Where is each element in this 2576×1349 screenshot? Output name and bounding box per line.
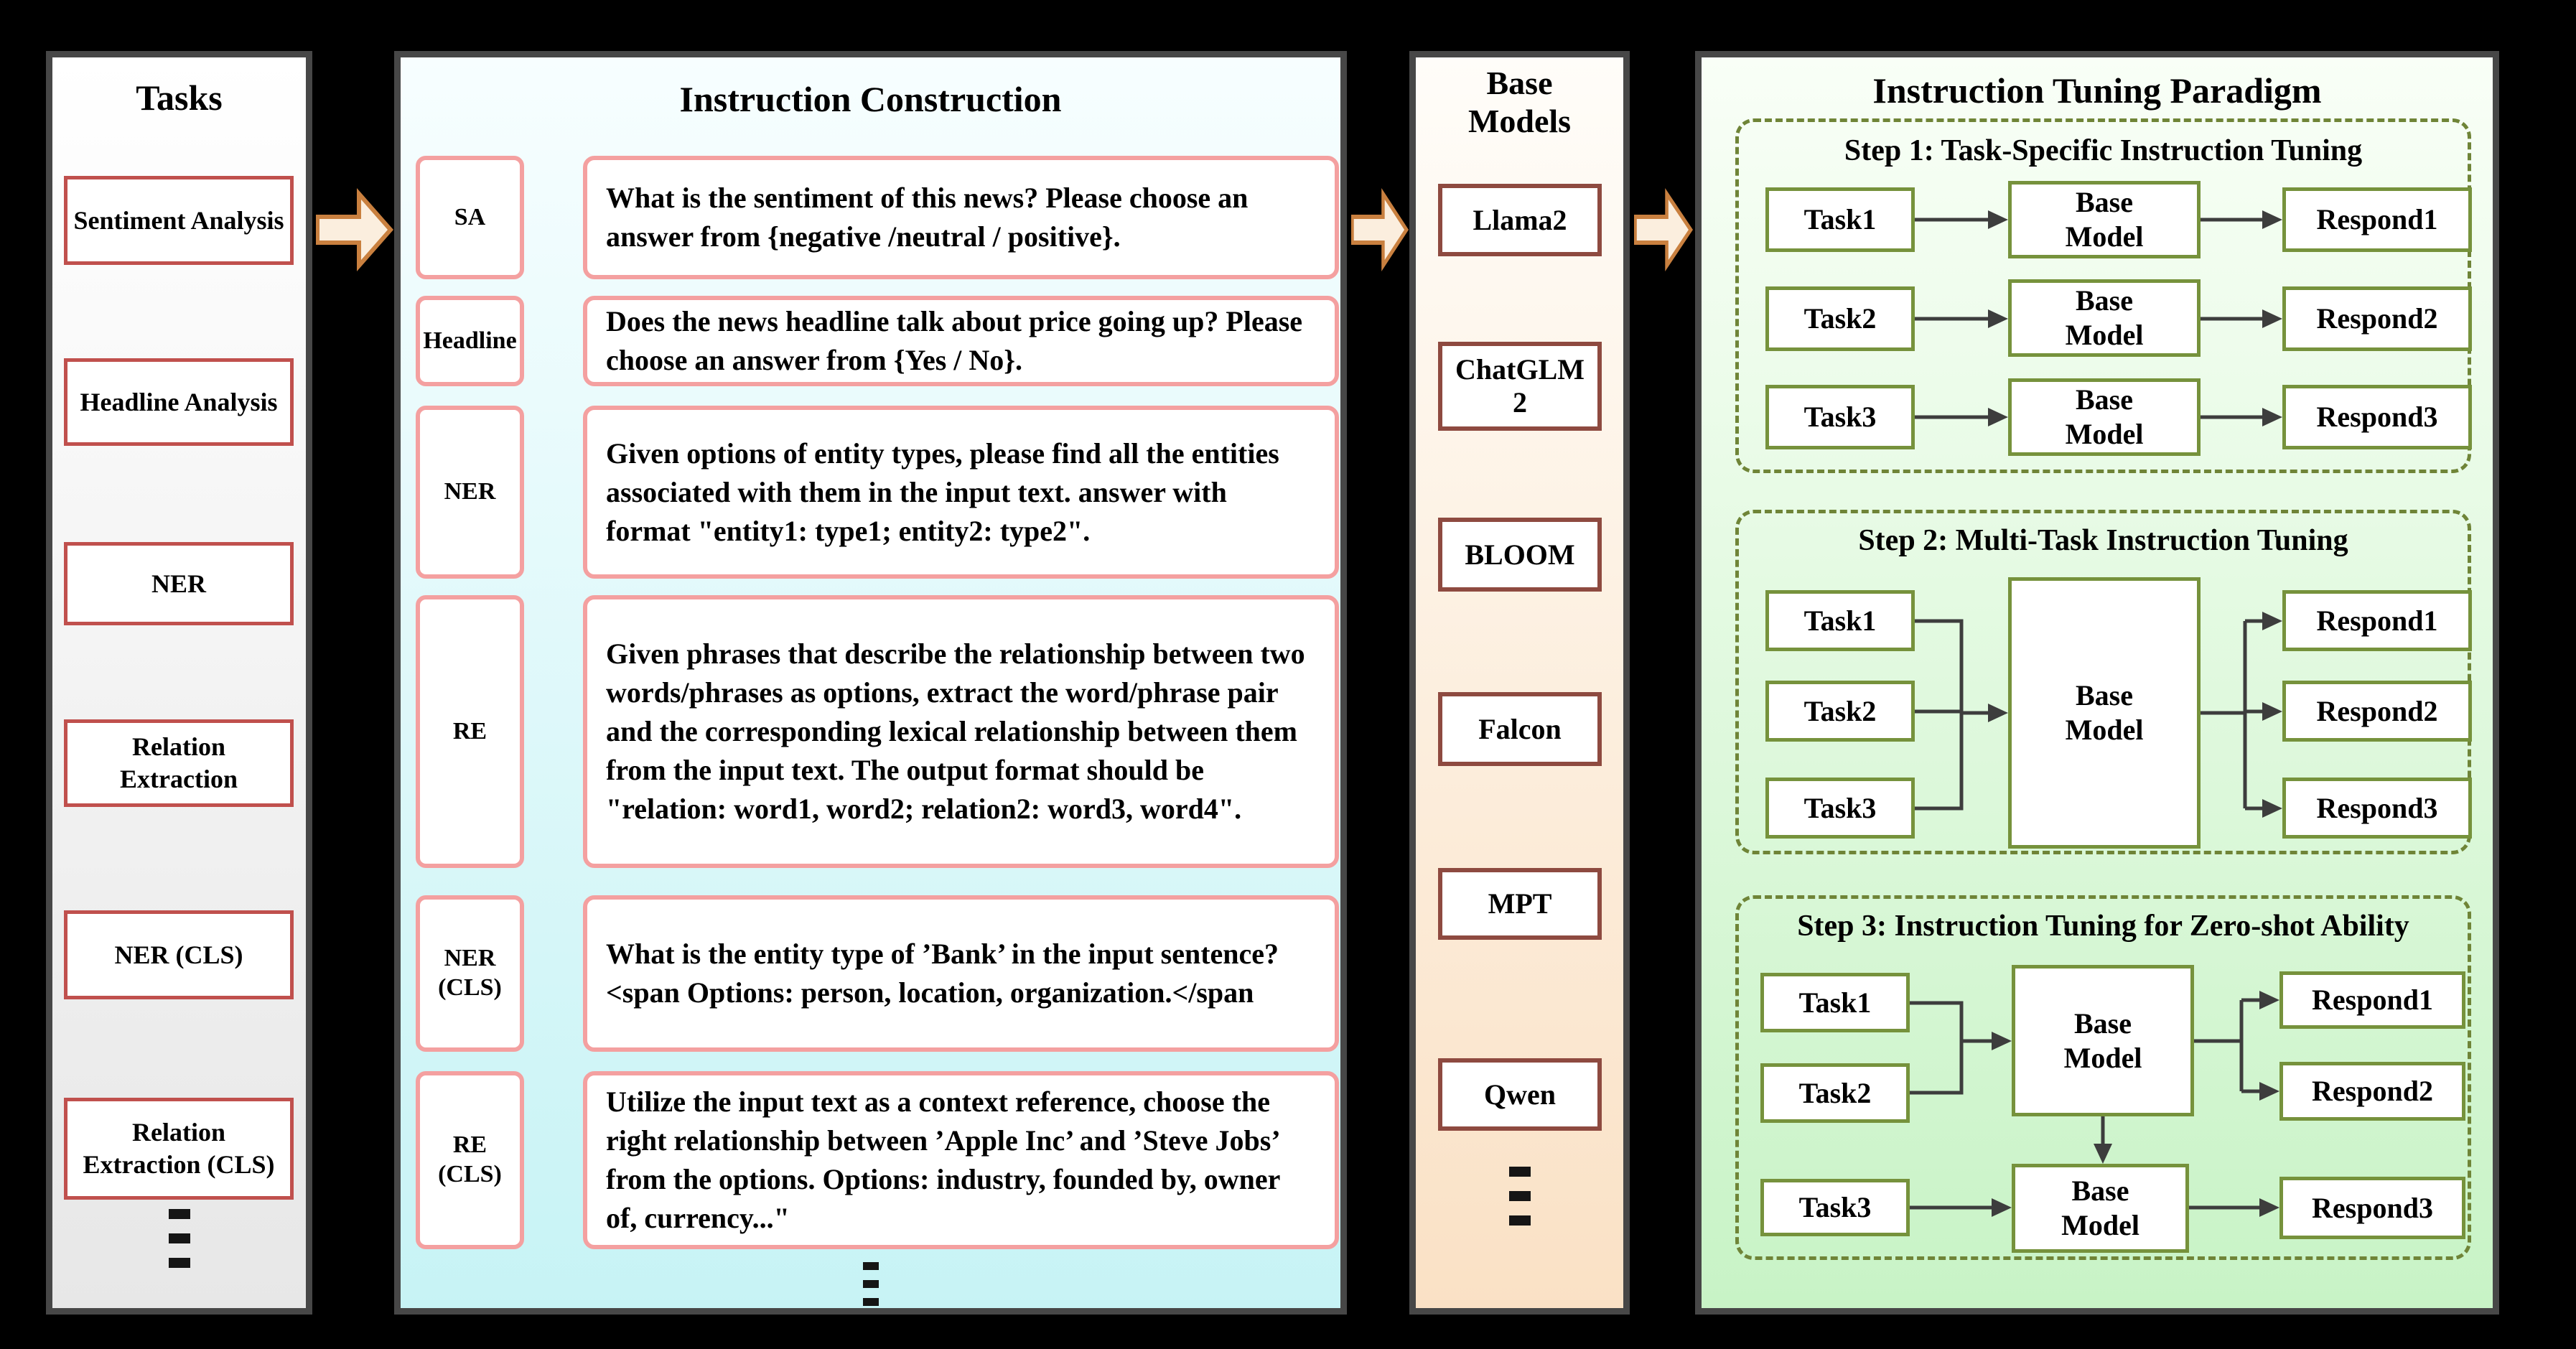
instruction-text-ner-cls: What is the entity type of ’Bank’ in the… (583, 895, 1339, 1052)
base-model-label: Base Model (2065, 186, 2144, 253)
step2-respond2-box: Respond2 (2282, 681, 2472, 742)
task-item-relation-extraction: Relation Extraction (64, 719, 294, 807)
flow-arrow-icon (1634, 188, 1693, 271)
instruction-text-ner: Given options of entity types, please fi… (583, 406, 1339, 579)
model-item-llama2: Llama2 (1438, 184, 1602, 256)
model-item-qwen: Qwen (1438, 1058, 1602, 1131)
task-item-sentiment-analysis: Sentiment Analysis (64, 176, 294, 265)
instruction-text: What is the sentiment of this news? Plea… (606, 182, 1249, 253)
model-item-label: Falcon (1478, 712, 1562, 745)
model-item-mpt: MPT (1438, 868, 1602, 940)
task-item-headline-analysis: Headline Analysis (64, 358, 294, 446)
instruction-label-re-cls: RE (CLS) (416, 1071, 524, 1249)
step3-respond2-box: Respond2 (2279, 1062, 2465, 1121)
task-item-label: NER (CLS) (114, 940, 243, 969)
step1-base-model-box: Base Model (2008, 181, 2201, 258)
step3-task3-box: Task3 (1760, 1179, 1910, 1236)
instruction-label-sa: SA (416, 156, 524, 279)
base-models-panel: Base Models Llama2 ChatGLM2 BLOOM Falcon… (1409, 51, 1630, 1315)
instruction-text-headline: Does the news headline talk about price … (583, 296, 1339, 386)
step1-title: Step 1: Task-Specific Instruction Tuning (1844, 134, 2363, 167)
base-model-label: Base Model (2063, 1007, 2142, 1074)
base-model-label: Base Model (2065, 383, 2144, 450)
step1-group: Step 1: Task-Specific Instruction Tuning… (1735, 118, 2472, 473)
step3-group: Step 3: Instruction Tuning for Zero-shot… (1735, 895, 2471, 1260)
model-item-label: Qwen (1484, 1078, 1556, 1111)
instruction-text-sa: What is the sentiment of this news? Plea… (583, 156, 1339, 279)
task-item-label: Sentiment Analysis (73, 205, 284, 235)
step2-task3-box: Task3 (1765, 778, 1915, 839)
instruction-text: Given options of entity types, please fi… (606, 437, 1279, 547)
flow-arrow-icon (1351, 188, 1409, 271)
instruction-label-ner-cls: NER (CLS) (416, 895, 524, 1052)
instruction-construction-panel: Instruction Construction SA What is the … (394, 51, 1347, 1315)
step1-task3-box: Task3 (1765, 385, 1915, 449)
step3-task2-box: Task2 (1760, 1063, 1910, 1123)
vertical-ellipsis-icon (168, 1209, 190, 1268)
step1-respond1-box: Respond1 (2282, 187, 2472, 252)
task-item-label: NER (151, 569, 206, 598)
vertical-ellipsis-icon (862, 1262, 879, 1306)
instruction-text-re: Given phrases that describe the relation… (583, 595, 1339, 868)
instruction-label-headline: Headline (416, 296, 524, 386)
step1-task2-box: Task2 (1765, 286, 1915, 351)
tasks-panel-title: Tasks (136, 78, 223, 118)
step2-title: Step 2: Multi-Task Instruction Tuning (1858, 524, 2348, 557)
step1-respond2-box: Respond2 (2282, 286, 2472, 351)
instruction-label-ner: NER (416, 406, 524, 579)
task-item-relation-extraction-cls: Relation Extraction (CLS) (64, 1098, 294, 1200)
step3-respond1-box: Respond1 (2279, 971, 2465, 1029)
model-item-label: MPT (1488, 887, 1552, 920)
step3-base-model-bottom-box: Base Model (2012, 1164, 2189, 1253)
step1-task1-box: Task1 (1765, 187, 1915, 252)
step3-title: Step 3: Instruction Tuning for Zero-shot… (1797, 910, 2409, 943)
step2-respond1-box: Respond1 (2282, 590, 2472, 651)
paradigm-title: Instruction Tuning Paradigm (1872, 70, 2322, 111)
base-models-title: Base Models (1416, 65, 1623, 141)
instruction-tuning-paradigm-panel: Instruction Tuning Paradigm Step 1: Task… (1695, 51, 2499, 1315)
flow-arrow-icon (316, 188, 393, 271)
base-model-label: Base Model (2061, 1175, 2139, 1241)
instruction-text-re-cls: Utilize the input text as a context refe… (583, 1071, 1339, 1249)
vertical-ellipsis-icon (1508, 1167, 1531, 1226)
model-item-label: BLOOM (1465, 538, 1575, 571)
step2-base-model-box: Base Model (2008, 577, 2201, 849)
model-item-chatglm2: ChatGLM2 (1438, 342, 1602, 431)
instruction-text: Does the news headline talk about price … (606, 305, 1303, 376)
model-item-falcon: Falcon (1438, 692, 1602, 766)
model-item-label: Llama2 (1473, 203, 1567, 236)
model-item-bloom: BLOOM (1438, 518, 1602, 592)
instruction-label-re: RE (416, 595, 524, 868)
model-item-label: ChatGLM2 (1455, 353, 1585, 419)
step3-respond3-box: Respond3 (2279, 1177, 2465, 1239)
instruction-text: Utilize the input text as a context refe… (606, 1086, 1280, 1234)
step1-base-model-box: Base Model (2008, 378, 2201, 456)
task-item-ner-cls: NER (CLS) (64, 910, 294, 999)
step2-task1-box: Task1 (1765, 590, 1915, 651)
step1-base-model-box: Base Model (2008, 279, 2201, 357)
step2-task2-box: Task2 (1765, 681, 1915, 742)
task-item-label: Relation Extraction (120, 732, 238, 793)
task-item-label: Relation Extraction (CLS) (83, 1118, 275, 1179)
task-item-label: Headline Analysis (80, 387, 278, 416)
base-models-title-text: Base Models (1467, 65, 1572, 139)
instruction-text: What is the entity type of ’Bank’ in the… (606, 938, 1279, 1009)
base-model-label: Base Model (2065, 284, 2144, 351)
step2-group: Step 2: Multi-Task Instruction Tuning Ta… (1735, 510, 2472, 854)
tasks-panel: Tasks Sentiment Analysis Headline Analys… (46, 51, 312, 1315)
step3-base-model-top-box: Base Model (2012, 965, 2194, 1116)
step3-task1-box: Task1 (1760, 973, 1910, 1032)
instruction-panel-title: Instruction Construction (679, 79, 1062, 119)
step1-respond3-box: Respond3 (2282, 385, 2472, 449)
task-item-ner: NER (64, 542, 294, 625)
step2-respond3-box: Respond3 (2282, 778, 2472, 839)
base-model-label: Base Model (2065, 679, 2144, 746)
instruction-text: Given phrases that describe the relation… (606, 638, 1305, 825)
